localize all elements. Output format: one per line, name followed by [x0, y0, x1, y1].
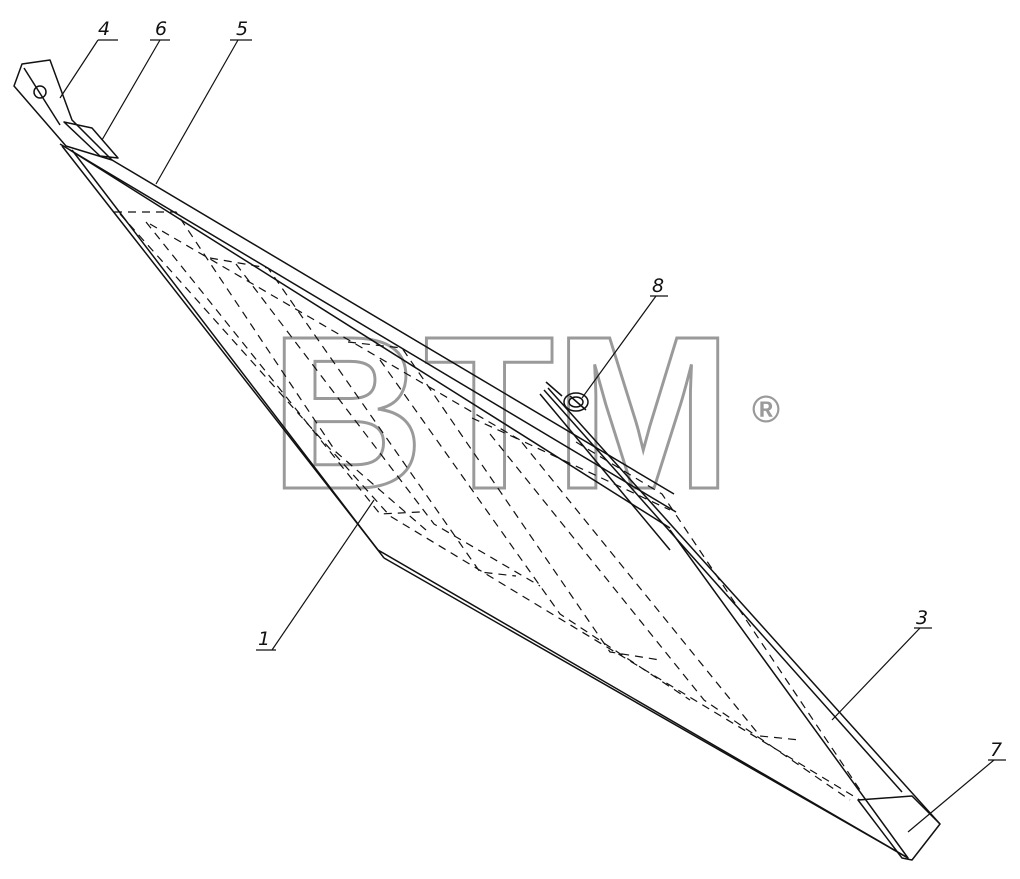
callout-label-1: 1 [258, 628, 270, 650]
part-drawing [13, 59, 941, 861]
callout-3 [831, 627, 932, 721]
callout-8 [581, 295, 668, 399]
callout-5 [155, 39, 252, 185]
slot-part-6 [63, 121, 119, 159]
callout-1 [256, 499, 375, 651]
callout-label-8: 8 [652, 275, 664, 297]
tip-plate-part-7 [857, 795, 941, 861]
pin-part-8 [545, 381, 589, 412]
callout-label-7: 7 [990, 739, 1002, 761]
watermark-text: BTM [270, 292, 732, 535]
callout-labels: 4 6 5 8 1 3 7 [98, 18, 1002, 761]
registered-mark: ® [752, 389, 780, 431]
callout-4 [59, 39, 118, 99]
callout-label-4: 4 [98, 18, 110, 40]
callout-label-6: 6 [155, 18, 167, 40]
upper-rail-part-5 [59, 143, 677, 529]
lower-rail-part-3 [539, 387, 941, 825]
callouts [59, 39, 1006, 833]
lug-hole [33, 85, 47, 99]
callout-7 [907, 759, 1006, 833]
hidden-lines [114, 211, 861, 801]
callout-label-3: 3 [916, 607, 928, 629]
callout-label-5: 5 [236, 18, 248, 40]
watermark: BTM ® [269, 291, 781, 537]
callout-6 [101, 39, 170, 141]
